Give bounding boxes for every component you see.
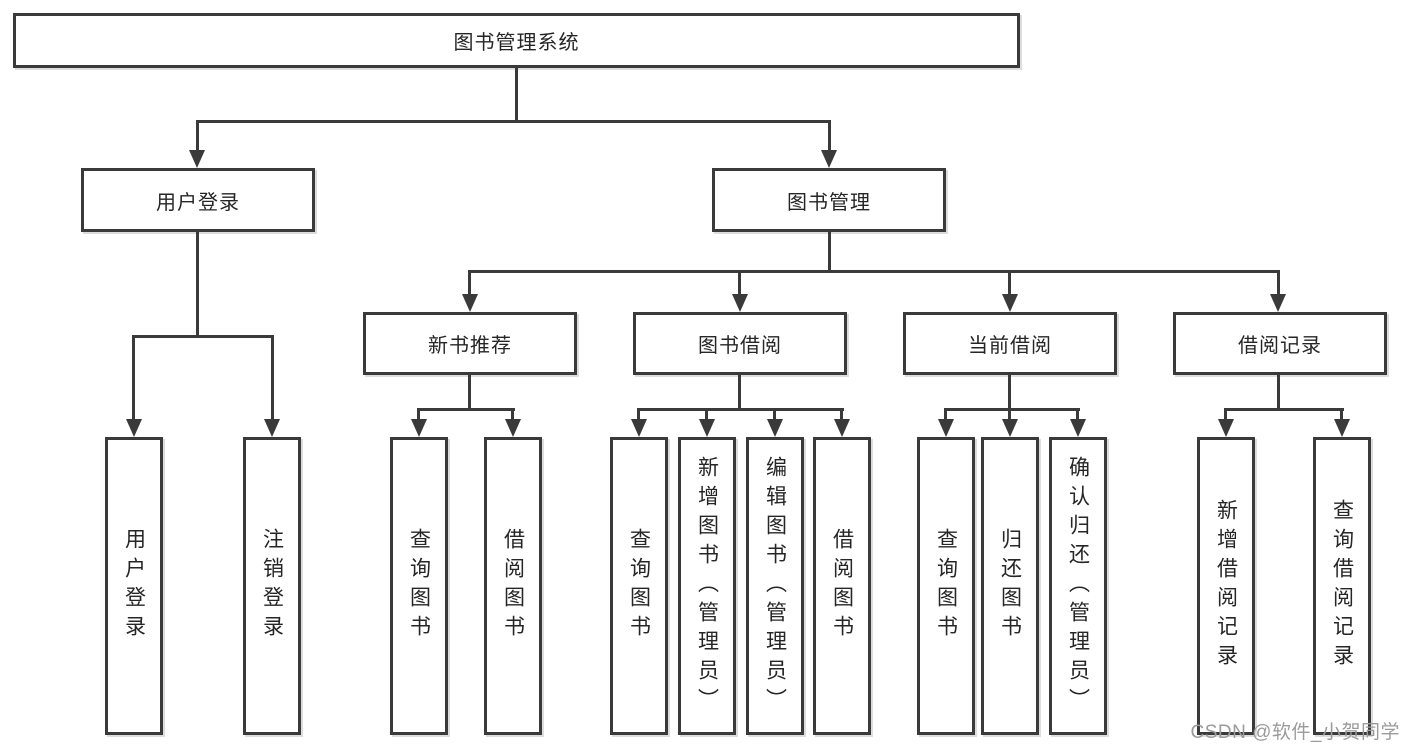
connector-line — [1224, 408, 1227, 421]
arrow-down-icon — [767, 419, 783, 437]
node-current-borrow: 当前借阅 — [903, 312, 1117, 375]
leaf-borrow-books-recommend-label: 借阅图书 — [501, 528, 525, 644]
leaf-add-borrow-record-label: 新增借阅记录 — [1214, 499, 1238, 673]
connector-line — [1277, 270, 1280, 296]
connector-line — [196, 120, 199, 152]
arrow-down-icon — [732, 294, 748, 312]
connector-line — [417, 408, 420, 421]
node-book-management: 图书管理 — [712, 168, 946, 232]
node-current-borrow-label: 当前借阅 — [968, 335, 1052, 357]
leaf-borrow-books-recommend: 借阅图书 — [484, 437, 542, 735]
connector-line — [1340, 408, 1343, 421]
node-user-login: 用户登录 — [81, 168, 315, 232]
csdn-watermark: CSDN @软件_小贺同学 — [1190, 722, 1400, 743]
node-user-login-label: 用户登录 — [156, 191, 240, 214]
arrow-down-icon — [264, 419, 280, 437]
node-book-borrow: 图书借阅 — [633, 312, 847, 375]
connector-line — [738, 270, 741, 296]
connector-line — [944, 408, 1080, 411]
arrow-down-icon — [821, 150, 837, 168]
connector-line — [1008, 270, 1011, 296]
arrow-down-icon — [189, 150, 205, 168]
leaf-edit-books-admin: 编辑图书（管理员） — [746, 437, 804, 735]
connector-line — [468, 375, 471, 410]
node-new-book-recommend: 新书推荐 — [363, 312, 577, 375]
connector-line — [1008, 408, 1011, 421]
arrow-down-icon — [1334, 419, 1350, 437]
node-root: 图书管理系统 — [13, 13, 1020, 68]
leaf-query-books-recommend-label: 查询图书 — [407, 528, 431, 644]
node-borrow-records-label: 借阅记录 — [1238, 335, 1322, 357]
connector-line — [1076, 408, 1079, 421]
connector-line — [944, 408, 947, 421]
connector-line — [511, 408, 514, 421]
leaf-add-borrow-record: 新增借阅记录 — [1197, 437, 1255, 735]
connector-line — [637, 408, 640, 421]
connector-line — [828, 232, 831, 272]
arrow-down-icon — [505, 419, 521, 437]
leaf-edit-books-admin-label: 编辑图书（管理员） — [763, 455, 787, 717]
leaf-borrow-books-label: 借阅图书 — [830, 528, 854, 644]
leaf-user-login: 用户登录 — [105, 437, 163, 735]
arrow-down-icon — [938, 419, 954, 437]
connector-line — [132, 335, 135, 421]
leaf-logout-label: 注销登录 — [260, 528, 284, 644]
leaf-add-books-admin-label: 新增图书（管理员） — [695, 455, 719, 717]
leaf-query-books-current-label: 查询图书 — [934, 528, 958, 644]
node-root-label: 图书管理系统 — [453, 32, 580, 54]
node-book-management-label: 图书管理 — [787, 191, 871, 214]
leaf-return-books: 归还图书 — [981, 437, 1039, 735]
connector-line — [1224, 408, 1344, 411]
connector-line — [271, 335, 274, 421]
leaf-confirm-return-admin-label: 确认归还（管理员） — [1066, 455, 1090, 717]
connector-line — [1008, 375, 1011, 410]
connector-line — [417, 408, 515, 411]
leaf-confirm-return-admin: 确认归还（管理员） — [1049, 437, 1107, 735]
node-book-borrow-label: 图书借阅 — [698, 335, 782, 357]
leaf-return-books-label: 归还图书 — [998, 528, 1022, 644]
leaf-query-borrow-record-label: 查询借阅记录 — [1330, 499, 1354, 673]
leaf-borrow-books: 借阅图书 — [813, 437, 871, 735]
leaf-logout: 注销登录 — [243, 437, 301, 735]
connector-line — [738, 375, 741, 410]
leaf-query-books-current: 查询图书 — [917, 437, 975, 735]
leaf-query-books-borrow-label: 查询图书 — [627, 528, 651, 644]
arrow-down-icon — [1070, 419, 1086, 437]
connector-line — [840, 408, 843, 421]
connector-line — [828, 120, 831, 152]
connector-line — [515, 68, 518, 123]
leaf-user-login-label: 用户登录 — [122, 528, 146, 644]
connector-line — [1277, 375, 1280, 410]
arrow-down-icon — [1218, 419, 1234, 437]
arrow-down-icon — [462, 294, 478, 312]
arrow-down-icon — [631, 419, 647, 437]
connector-line — [637, 408, 844, 411]
arrow-down-icon — [699, 419, 715, 437]
connector-line — [196, 232, 199, 336]
arrow-down-icon — [411, 419, 427, 437]
leaf-query-books-recommend: 查询图书 — [390, 437, 448, 735]
connector-line — [468, 270, 471, 296]
leaf-query-borrow-record: 查询借阅记录 — [1313, 437, 1371, 735]
leaf-add-books-admin: 新增图书（管理员） — [678, 437, 736, 735]
node-new-book-recommend-label: 新书推荐 — [428, 335, 512, 357]
arrow-down-icon — [1270, 294, 1286, 312]
arrow-down-icon — [1002, 294, 1018, 312]
connector-line — [468, 270, 1280, 273]
node-borrow-records: 借阅记录 — [1173, 312, 1387, 375]
connector-line — [773, 408, 776, 421]
connector-line — [196, 120, 831, 123]
arrow-down-icon — [126, 419, 142, 437]
connector-line — [132, 335, 273, 338]
connector-line — [705, 408, 708, 421]
arrow-down-icon — [834, 419, 850, 437]
leaf-query-books-borrow: 查询图书 — [610, 437, 668, 735]
arrow-down-icon — [1002, 419, 1018, 437]
